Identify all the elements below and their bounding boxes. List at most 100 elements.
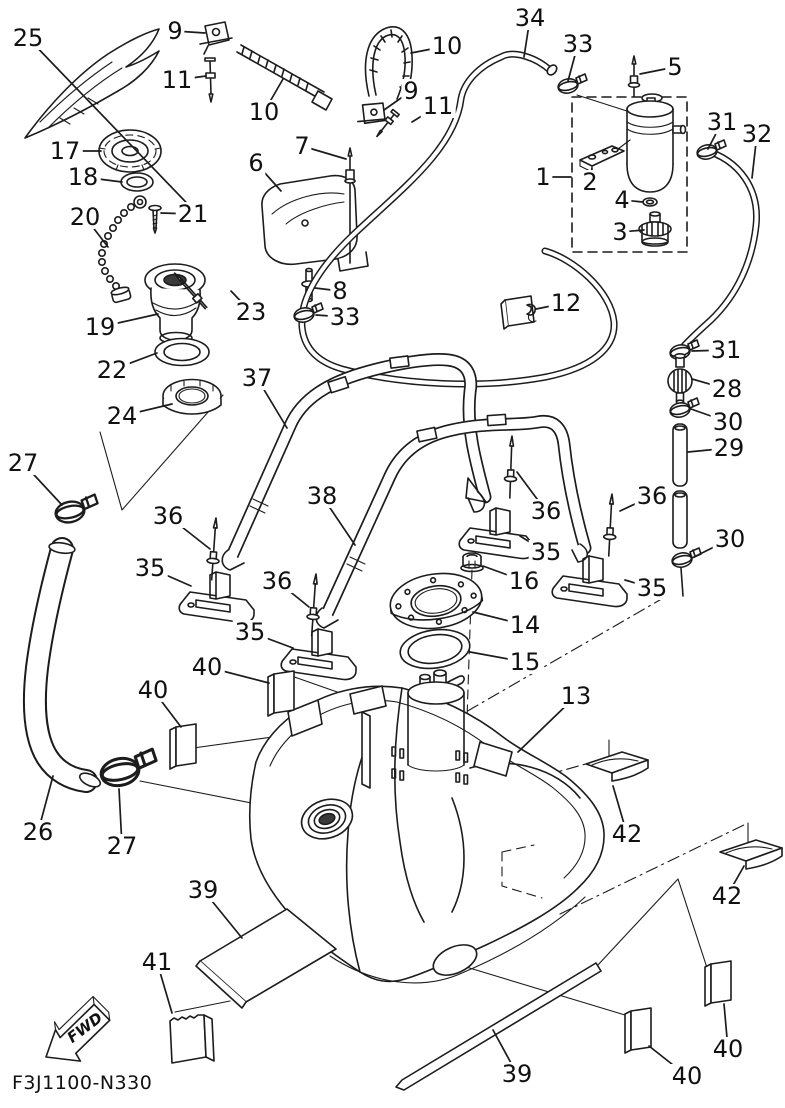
part-cable-tie-10a bbox=[236, 44, 333, 111]
part-fuel-pump bbox=[391, 669, 469, 785]
leader-line-15-46 bbox=[469, 651, 526, 663]
leader-line-23-23 bbox=[230, 290, 252, 313]
leader-line-39-55 bbox=[202, 889, 243, 939]
part-fuel-tank-13 bbox=[249, 685, 605, 984]
leader-line-29-33 bbox=[687, 447, 730, 453]
leader-line-38-36 bbox=[321, 495, 356, 546]
part-nut-24 bbox=[162, 378, 222, 415]
leader-line-21-19 bbox=[160, 212, 194, 215]
part-oring-4 bbox=[642, 197, 658, 207]
part-filter-body bbox=[626, 93, 687, 193]
leader-line-9-1 bbox=[174, 30, 206, 34]
part-nut-16 bbox=[460, 552, 484, 573]
part-screw-11b bbox=[376, 108, 400, 138]
part-pad-41 bbox=[169, 1014, 215, 1064]
leader-line-36-39 bbox=[619, 495, 653, 512]
part-pad-40b bbox=[169, 723, 197, 770]
leader-line-14-45 bbox=[472, 611, 526, 626]
part-clamp-9b bbox=[357, 102, 390, 125]
part-screw-36b bbox=[304, 572, 323, 638]
part-clamp-9a bbox=[199, 21, 233, 55]
part-breather-box-6 bbox=[261, 174, 369, 272]
part-tube-29 bbox=[672, 423, 688, 597]
part-gasket-15 bbox=[399, 628, 471, 670]
fwd-arrow-icon: FWD bbox=[45, 995, 111, 1062]
part-clamp-27a bbox=[52, 493, 99, 527]
leader-line-40-58 bbox=[648, 1045, 688, 1077]
leader-line-9-5 bbox=[383, 90, 412, 111]
leader-line-32-11 bbox=[751, 133, 758, 179]
leader-line-4-14 bbox=[621, 199, 644, 203]
leader-line-35-44 bbox=[249, 631, 294, 649]
leader-line-13-49 bbox=[517, 695, 577, 753]
leader-line-42-51 bbox=[612, 785, 628, 835]
part-filter-assembly-1 bbox=[571, 93, 688, 253]
part-pad-40c bbox=[624, 1007, 652, 1054]
part-bracket-35c bbox=[458, 507, 535, 560]
leader-line-8-22 bbox=[314, 287, 341, 292]
part-probe-23 bbox=[173, 272, 208, 310]
leader-line-33-8 bbox=[567, 43, 579, 82]
leader-line-40-48 bbox=[152, 689, 182, 728]
part-bracket-35a bbox=[178, 571, 255, 624]
part-pad-40a bbox=[267, 670, 295, 717]
leader-line-2-13 bbox=[589, 167, 593, 183]
leader-line-10-4 bbox=[410, 45, 448, 54]
part-pad-40d bbox=[704, 960, 732, 1007]
diagram-code: F3J1100-N330 bbox=[12, 1072, 153, 1094]
leader-line-26-53 bbox=[37, 775, 54, 833]
part-clamp-33b bbox=[291, 302, 324, 325]
part-fuel-cap-17 bbox=[98, 129, 162, 173]
part-drain-cup-3 bbox=[638, 211, 672, 247]
leader-line-20-18 bbox=[84, 216, 109, 248]
part-screw-36c bbox=[503, 434, 519, 499]
part-screw-36d bbox=[601, 492, 619, 558]
part-screw-21 bbox=[148, 204, 162, 234]
part-strap-38 bbox=[315, 413, 592, 629]
leader-line-34-7 bbox=[523, 17, 531, 58]
leader-line-27-54 bbox=[118, 788, 123, 847]
leader-line-24-28 bbox=[121, 403, 173, 417]
part-bracket-35d bbox=[551, 555, 628, 608]
part-bracket-2 bbox=[579, 145, 625, 173]
part-hose-32 bbox=[679, 146, 760, 351]
leader-line-22-26 bbox=[111, 352, 158, 371]
part-hose-26 bbox=[22, 537, 102, 793]
part-cowling-25 bbox=[24, 28, 160, 139]
leader-line-36-43 bbox=[276, 580, 310, 608]
leader-line-11-2 bbox=[176, 75, 207, 81]
part-strip-39b bbox=[395, 962, 602, 1091]
part-clamp-30b bbox=[669, 547, 702, 570]
part-filler-neck-19 bbox=[144, 263, 206, 345]
leader-line-10-3 bbox=[263, 78, 284, 113]
part-gasket-18 bbox=[120, 172, 154, 192]
leader-line-31-30 bbox=[691, 349, 727, 352]
part-screw-36a bbox=[204, 516, 223, 582]
leader-line-18-17 bbox=[82, 176, 123, 183]
leader-line-36-37 bbox=[516, 471, 547, 512]
leader-line-19-25 bbox=[99, 313, 159, 328]
part-strap-37 bbox=[221, 353, 492, 571]
part-tie-strap-10b bbox=[364, 26, 413, 102]
part-clip-12 bbox=[500, 295, 537, 330]
part-hose-34 bbox=[298, 50, 618, 388]
leader-line-5-9 bbox=[639, 66, 676, 75]
part-washer-22 bbox=[154, 337, 210, 367]
tank-filler-nozzle bbox=[300, 798, 354, 840]
part-strip-39a bbox=[195, 908, 337, 1009]
leader-line-6-20 bbox=[255, 162, 282, 192]
part-pad-42a bbox=[585, 751, 649, 782]
leader-line-16-42 bbox=[482, 565, 525, 582]
leader-line-11-6 bbox=[411, 105, 439, 123]
part-pad-42b bbox=[719, 839, 783, 870]
leader-line-36-35 bbox=[167, 515, 211, 550]
part-screw-5 bbox=[627, 55, 641, 97]
leader-line-7-21 bbox=[301, 145, 347, 160]
leader-line-12-27 bbox=[535, 302, 567, 310]
leader-line-25-0 bbox=[27, 37, 206, 223]
part-clamp-33a bbox=[555, 73, 588, 96]
leader-line-30-32 bbox=[690, 408, 729, 423]
part-sender-plate-14 bbox=[389, 572, 484, 630]
